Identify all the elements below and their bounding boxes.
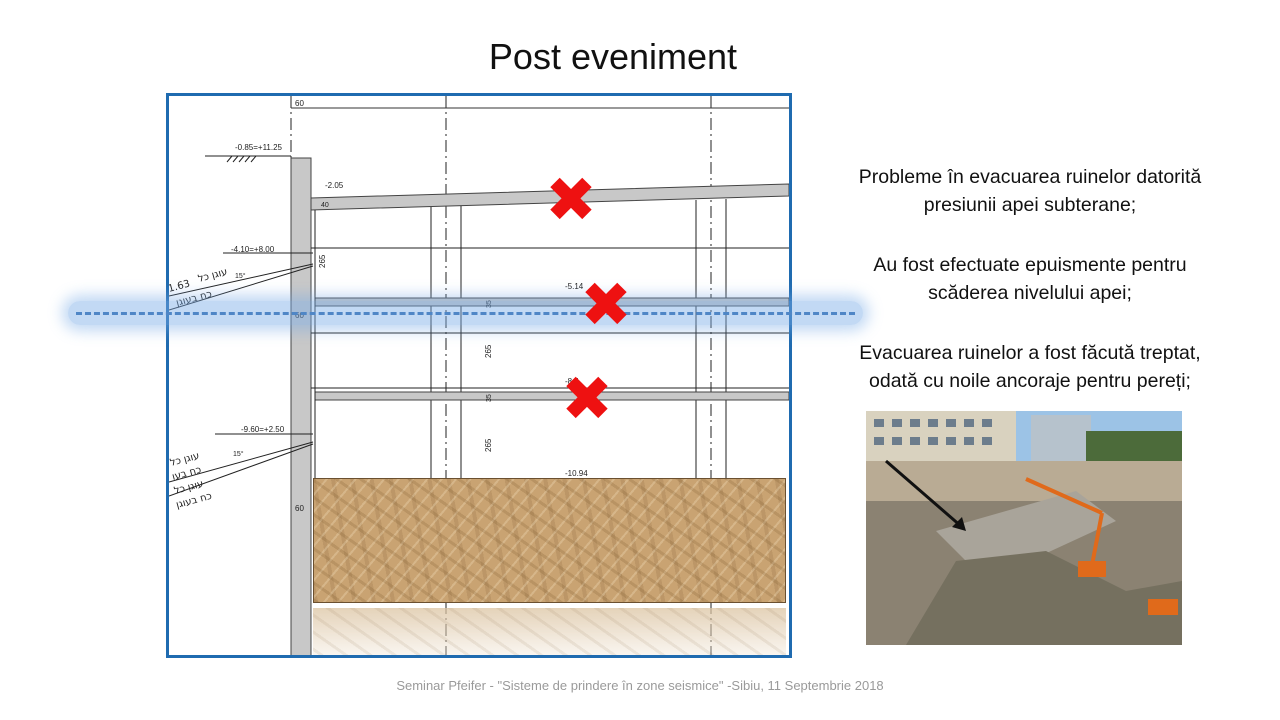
story-height-1: 265: [318, 254, 327, 268]
retaining-wall: [290, 157, 312, 655]
rubble-fill-reflection: [313, 608, 786, 655]
building: [866, 411, 1016, 469]
story-height-3: 265: [484, 438, 493, 452]
info-line: odată cu noile ancoraje pentru pereți;: [869, 370, 1191, 392]
anchor-1: [169, 263, 314, 297]
red-x-marker: ✖: [545, 163, 597, 236]
building-right: [1031, 415, 1091, 465]
slide-title: Post eveniment: [488, 36, 738, 77]
pointer-arrowhead: [952, 517, 966, 531]
top-slab: [310, 183, 789, 211]
anchor-2: [169, 441, 314, 483]
excavation-wall: [866, 461, 1182, 501]
info-line: presiunii apei subterane;: [923, 194, 1137, 216]
rubble-fill: [313, 478, 786, 603]
excavator-body-2: [1148, 599, 1178, 615]
anchor-2-b: [169, 443, 314, 497]
info-line: scăderea nivelului apei;: [928, 282, 1132, 304]
building-windows: [874, 419, 992, 445]
wall-thickness-bottom: 60: [295, 504, 304, 513]
anchor-1-b: [169, 265, 314, 311]
slab-2-thickness: 35: [486, 300, 493, 308]
story-height-2: 265: [484, 344, 493, 358]
level-slab-3: -8.4: [565, 377, 579, 386]
pointer-arrow: [885, 459, 963, 529]
info-paragraph-2: Au fost efectuate epuismente pentru scăd…: [800, 251, 1260, 307]
level-ground: -0.85=+11.25: [235, 143, 283, 152]
level-anchor-2: -9.60=+2.50: [241, 425, 285, 434]
info-line: Probleme în evacuarea ruinelor datorită: [858, 166, 1202, 188]
slab-3-thickness: 35: [486, 394, 493, 402]
info-paragraph-3: Evacuarea ruinelor a fost făcută treptat…: [800, 339, 1260, 395]
excavator-body: [1078, 561, 1106, 577]
ground-hatch: [226, 155, 257, 163]
info-paragraph-1: Probleme în evacuarea ruinelor datorită …: [800, 163, 1260, 219]
excavator-arm: [1025, 477, 1103, 515]
excavator-arm-2: [1090, 512, 1104, 566]
info-line: Au fost efectuate epuismente pentru: [873, 254, 1187, 276]
dim-top: 60: [295, 99, 304, 108]
groundwater-level-line: [68, 301, 863, 325]
wall-thickness: 60: [295, 311, 304, 320]
slab-thickness: 40: [321, 202, 329, 209]
site-photo-image: [866, 411, 1182, 645]
level-anchor-1: -4.10=+8.00: [231, 245, 275, 254]
anchor-1-text-a: עוגן כל: [197, 267, 229, 285]
anchor-1-angle: 15°: [235, 272, 246, 280]
info-line: Evacuarea ruinelor a fost făcută treptat…: [859, 342, 1201, 364]
technical-drawing: 60 -0.85=+11.25 -2.05 40 -4.10=+8.00 15°: [166, 93, 792, 658]
anchor-1-text-b: 1.63: [169, 279, 191, 295]
red-x-marker: ✖: [580, 268, 632, 341]
site-photo: [866, 411, 1182, 645]
section-drawing: 60 -0.85=+11.25 -2.05 40 -4.10=+8.00 15°: [169, 96, 789, 655]
anchor-2-angle: 15°: [233, 450, 244, 458]
level-slab-top: -2.05: [325, 181, 344, 190]
slab-3: [314, 391, 789, 401]
red-x-marker: ✖: [561, 362, 613, 435]
slide-footer: Seminar Pfeifer - "Sisteme de prindere î…: [396, 678, 884, 693]
level-bottom: -10.94: [565, 469, 588, 478]
level-slab-2: -5.14: [565, 282, 584, 291]
rubble-pile: [906, 551, 1182, 645]
